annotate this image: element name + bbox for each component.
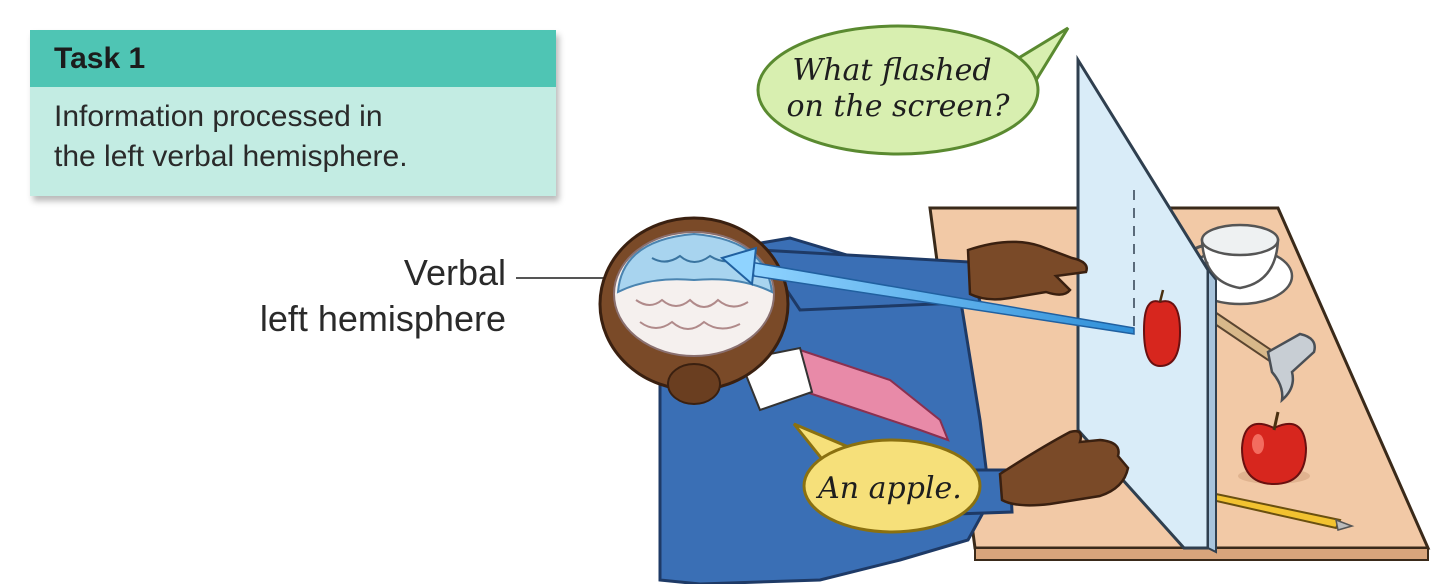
question-line-2: on the screen? — [786, 89, 1010, 124]
visual-pathway-arrow — [719, 246, 1135, 335]
apple-on-screen-icon — [1142, 289, 1182, 368]
task-description-line-1: Information processed in — [54, 100, 383, 133]
question-speech-bubble: What flashed on the screen? — [756, 24, 1070, 156]
task-description-line-2: the left verbal hemisphere. — [54, 140, 408, 173]
answer-text: An apple. — [815, 471, 962, 506]
question-line-1: What flashed — [792, 53, 991, 88]
cup-icon — [1186, 223, 1294, 306]
hemisphere-label-line-2: left hemisphere — [259, 298, 506, 339]
answer-speech-bubble: An apple. — [792, 422, 982, 534]
task-description: Information processed in the left verbal… — [30, 87, 556, 177]
hemisphere-label: Verbal left hemisphere — [260, 250, 506, 342]
divider-screen — [1076, 54, 1217, 554]
task-card: Task 1 Information processed in the left… — [30, 30, 556, 196]
apple-on-table-icon — [1238, 411, 1310, 486]
hemisphere-leader-line — [516, 277, 628, 279]
task-title: Task 1 — [30, 30, 556, 87]
hammer-icon — [1204, 308, 1316, 404]
hemisphere-label-line-1: Verbal — [403, 252, 506, 293]
